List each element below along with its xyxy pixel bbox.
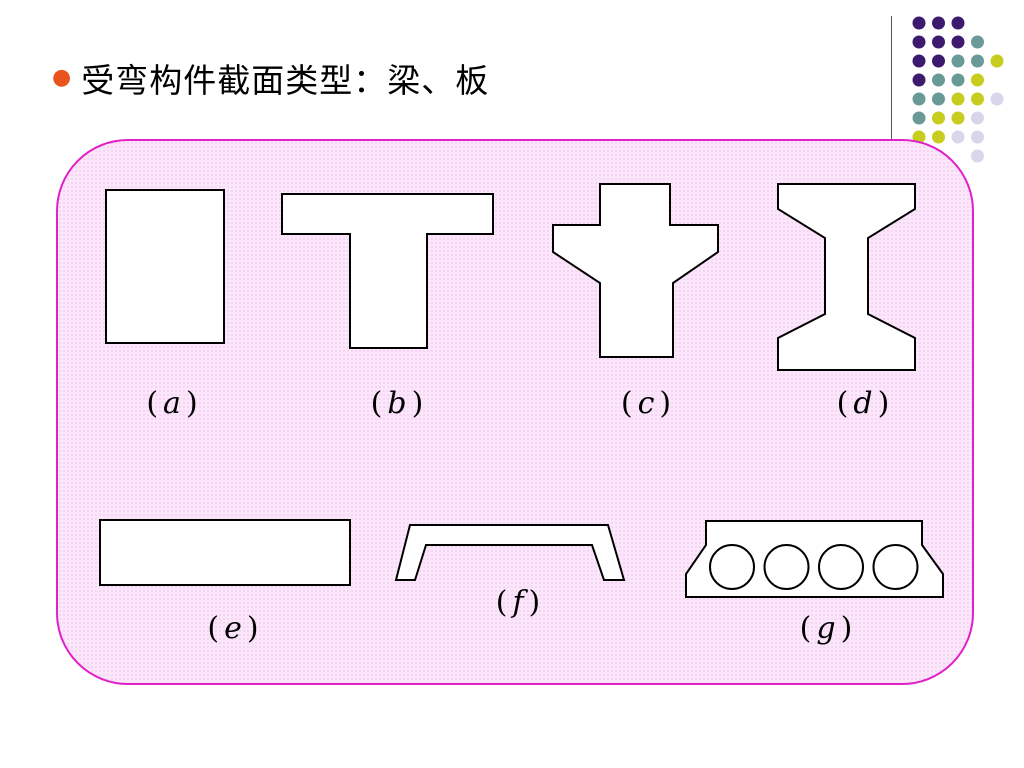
decor-dot: [932, 92, 945, 106]
hollow-core-hole: [709, 544, 755, 590]
decor-dot: [951, 16, 965, 30]
figure-f-channel-slab: [394, 524, 626, 581]
caption-c: (c): [620, 386, 672, 421]
decor-dot: [951, 54, 965, 68]
decor-dot: [971, 111, 984, 125]
decor-dot: [932, 54, 945, 68]
decor-dot: [971, 130, 984, 144]
decor-dot: [971, 149, 984, 163]
decor-dot-grid: [912, 16, 1004, 163]
decor-dot: [951, 73, 965, 87]
decor-dot: [932, 16, 945, 30]
decor-dot: [932, 111, 945, 125]
decor-dot: [951, 111, 965, 125]
slide-title: 受弯构件截面类型：梁、板: [81, 61, 490, 100]
figure-d-i-section: [777, 183, 916, 371]
decor-dot: [990, 92, 1004, 106]
caption-d: (d): [836, 386, 890, 421]
decor-dot: [912, 73, 926, 87]
decor-dot: [971, 73, 984, 87]
decor-dot: [951, 92, 965, 106]
decor-dot: [912, 16, 926, 30]
decor-dot: [971, 54, 984, 68]
decor-dot: [990, 54, 1004, 68]
figure-c-haunched-section: [552, 183, 719, 358]
decor-dot: [951, 130, 965, 144]
decor-dot: [912, 111, 926, 125]
decor-dot: [932, 73, 945, 87]
decor-dot: [932, 35, 945, 49]
figure-e-solid-slab: [99, 519, 351, 586]
decor-divider: [891, 16, 892, 140]
hollow-core-hole: [872, 544, 919, 590]
figure-b-t-section: [281, 193, 494, 349]
title-row: ● 受弯构件截面类型：梁、板: [52, 58, 489, 100]
decor-dot: [951, 35, 965, 49]
caption-a: (a): [146, 386, 198, 421]
decor-dot: [932, 130, 945, 144]
hollow-core-hole: [763, 544, 810, 590]
figure-g-holes: [709, 544, 919, 590]
decor-dot: [971, 92, 984, 106]
figure-a-rectangular-section: [105, 189, 225, 344]
decor-dot: [912, 54, 926, 68]
bullet-icon: ●: [52, 65, 72, 90]
decor-dot: [912, 92, 926, 106]
decor-dot: [912, 35, 926, 49]
decor-dot: [971, 35, 984, 49]
hollow-core-hole: [818, 544, 864, 590]
caption-g: (g): [799, 611, 853, 646]
caption-b: (b): [370, 386, 424, 421]
caption-e: (e): [207, 611, 259, 646]
caption-f: (f): [495, 585, 541, 620]
